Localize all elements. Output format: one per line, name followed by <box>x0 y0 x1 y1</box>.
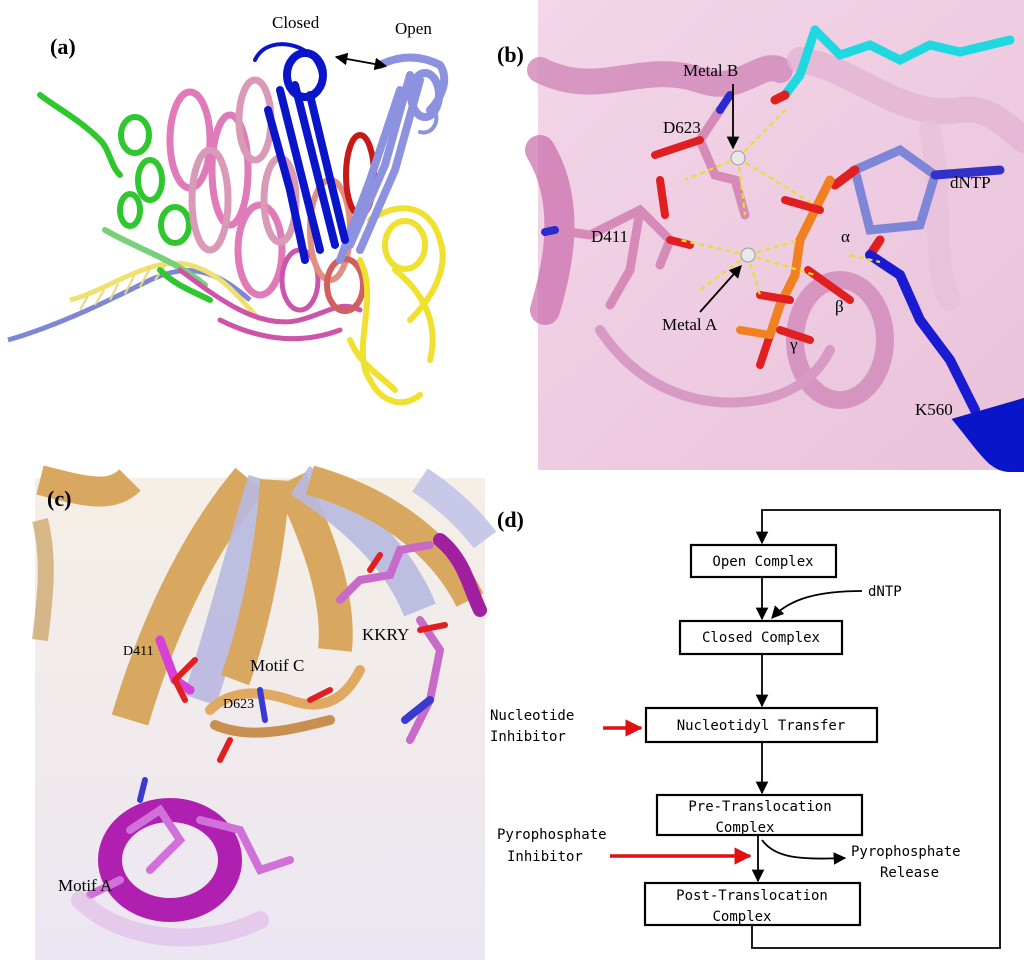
cyan-ligand-image <box>770 25 1015 105</box>
panel-c-label: (c) <box>47 486 71 511</box>
pre-translocation-box <box>655 793 864 837</box>
closed-domain-image <box>253 42 349 264</box>
nucleotide-inhibitor-line1: Nucleotide <box>490 708 574 724</box>
closed-open-double-arrow <box>334 52 388 71</box>
panel-a-label: (a) <box>50 34 76 59</box>
pyrophosphate-release-line1: Pyrophosphate <box>851 844 961 860</box>
open-domain-image <box>336 53 449 264</box>
metal-a-label: Metal A <box>662 315 718 334</box>
kkry-residues-image <box>336 533 487 744</box>
pyrophosphate-release-line2: Release <box>880 865 939 881</box>
metal-b-atom <box>730 150 746 166</box>
phosphate-chain-image <box>736 175 854 369</box>
asp-residues-image <box>541 91 750 310</box>
motif-a-helix-image <box>71 777 294 947</box>
metal-b-label: Metal B <box>683 61 738 80</box>
closed-complex-box <box>678 619 844 656</box>
dntp-label-d: dNTP <box>868 584 902 600</box>
d623-label-c: D623 <box>223 697 254 712</box>
dntp-ring-image <box>830 144 1005 260</box>
beta-label: β <box>835 297 844 316</box>
gamma-label: γ <box>789 335 798 354</box>
panel-b-label: (b) <box>497 42 524 67</box>
d411-residue-c-image <box>155 635 198 703</box>
open-label: Open <box>395 19 432 38</box>
post-translocation-box <box>643 881 862 927</box>
alpha-label: α <box>841 227 850 246</box>
metal-a-pointer <box>699 265 742 313</box>
closed-label: Closed <box>272 13 320 32</box>
dntp-label-b: dNTP <box>950 173 991 192</box>
nucleotidyl-transfer-box <box>644 706 879 744</box>
panel-b: (b) Metal B D623 D411 Metal A dNTP α β γ… <box>488 0 1024 472</box>
d411-label-b: D411 <box>591 227 628 246</box>
panel-c: (c) D411 Motif C D623 KKRY Motif A <box>32 465 497 960</box>
motif-c-loop-image <box>205 665 365 763</box>
green-domain-image <box>37 92 213 303</box>
dna-helix-image <box>7 260 262 343</box>
k560-residue-image <box>865 250 1024 472</box>
k560-label: K560 <box>915 400 953 419</box>
pre-translocation-line1: Pre-Translocation <box>688 799 831 815</box>
post-translocation-line2: Complex <box>712 909 771 925</box>
arrow-cycle-return <box>751 509 1001 949</box>
panel-d: (d) Open Complex Closed Complex Nucleoti… <box>490 507 1001 949</box>
open-complex-box <box>689 543 838 579</box>
protein-helix-image <box>525 47 1024 409</box>
d411-label-c: D411 <box>123 644 154 659</box>
kkry-label: KKRY <box>362 625 409 644</box>
pyrophosphate-inhibitor-line1: Pyrophosphate <box>497 827 607 843</box>
open-complex-label: Open Complex <box>712 554 813 570</box>
coordination-bonds-image <box>679 109 881 296</box>
nucleotide-inhibitor-line2: Inhibitor <box>490 729 566 745</box>
motif-c-label: Motif C <box>250 656 304 675</box>
nucleotidyl-transfer-label: Nucleotidyl Transfer <box>677 718 846 734</box>
arrow-dntp-entry <box>771 590 863 619</box>
pyrophosphate-inhibitor-line2: Inhibitor <box>507 849 583 865</box>
panel-a: (a) <box>7 13 449 406</box>
motif-a-label: Motif A <box>58 876 113 895</box>
metal-a-atom <box>740 247 756 263</box>
yellow-domain-image <box>347 205 446 406</box>
beta-sheet-image <box>32 465 497 726</box>
d623-label-b: D623 <box>663 118 701 137</box>
pre-translocation-line2: Complex <box>715 820 774 836</box>
arrow-pyrophosphate-release <box>761 839 847 865</box>
post-translocation-line1: Post-Translocation <box>676 888 828 904</box>
panel-d-label: (d) <box>497 507 524 532</box>
closed-complex-label: Closed Complex <box>702 630 820 646</box>
